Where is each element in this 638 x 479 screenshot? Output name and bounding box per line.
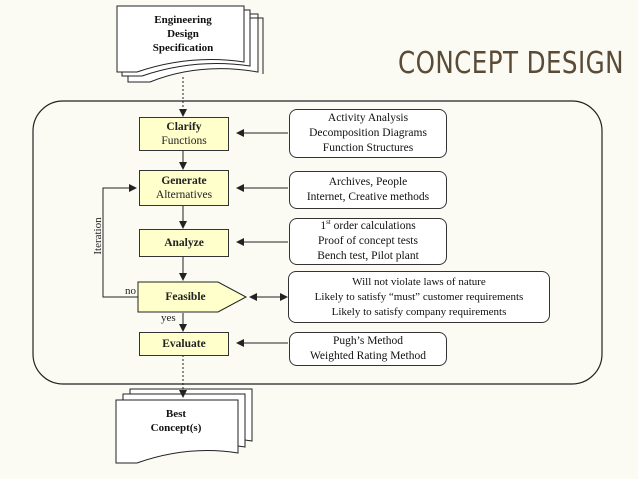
spec-line-3: Specification (152, 42, 214, 54)
generate-method-1: Archives, People (328, 176, 408, 188)
analyze-method-1-num: 1 (320, 220, 327, 232)
evaluate-method-2: Weighted Rating Method (310, 350, 426, 362)
analyze-method-1: 1st order calculations (320, 219, 415, 234)
clarify-label: Clarify (166, 121, 202, 133)
analyze-method-1-sup: st (326, 218, 331, 227)
analyze-label: Analyze (164, 237, 204, 249)
analyze-method-3: Bench test, Pilot plant (317, 250, 419, 262)
evaluate-methods-box: Pugh’s Method Weighted Rating Method (289, 332, 447, 366)
analyze-method-2: Proof of concept tests (318, 235, 418, 247)
generate-method-2: Internet, Creative methods (306, 191, 430, 203)
best-line-1: Best (165, 408, 187, 420)
analyze-box: Analyze (139, 229, 229, 257)
feasible-criterion-2: Likely to satisfy “must” customer requir… (314, 290, 524, 303)
process-frame (32, 100, 603, 385)
feasible-label: Feasible (165, 291, 206, 303)
evaluate-method-1: Pugh’s Method (333, 335, 403, 347)
page-title: CONCEPT DESIGN (398, 46, 624, 81)
evaluate-box: Evaluate (139, 332, 229, 356)
iteration-loop-line (102, 184, 138, 298)
feasible-criteria-box: Will not violate laws of nature Likely t… (288, 271, 550, 323)
alternatives-label: Alternatives (155, 189, 213, 201)
clarify-method-3: Function Structures (322, 142, 414, 154)
generate-methods-box: Archives, People Internet, Creative meth… (289, 171, 447, 209)
clarify-method-2: Decomposition Diagrams (309, 127, 427, 139)
feasible-criterion-1: Will not violate laws of nature (352, 275, 486, 288)
best-document-stack (115, 388, 253, 464)
spec-line-1: Engineering (154, 14, 212, 26)
spec-document-stack (116, 5, 264, 83)
clarify-method-1: Activity Analysis (327, 112, 409, 124)
yes-label: yes (161, 312, 176, 324)
analyze-methods-box: 1st order calculations Proof of concept … (289, 218, 447, 265)
iteration-label: Iteration (92, 217, 104, 255)
no-label: no (125, 285, 136, 297)
clarify-functions-box: Clarify Functions (139, 117, 229, 151)
clarify-methods-box: Activity Analysis Decomposition Diagrams… (289, 109, 447, 158)
feasible-shape (137, 281, 248, 313)
analyze-method-1-rest: order calculations (330, 220, 416, 232)
spec-document-label: Engineering Design Specification (128, 13, 238, 55)
best-document-label: Best Concept(s) (126, 407, 226, 435)
spec-line-2: Design (167, 28, 199, 40)
functions-label: Functions (161, 135, 207, 147)
feasible-criterion-3: Likely to satisfy company requirements (331, 305, 507, 318)
evaluate-label: Evaluate (162, 338, 206, 350)
best-line-2: Concept(s) (150, 422, 202, 434)
generate-label: Generate (161, 175, 207, 187)
generate-alternatives-box: Generate Alternatives (139, 170, 229, 206)
